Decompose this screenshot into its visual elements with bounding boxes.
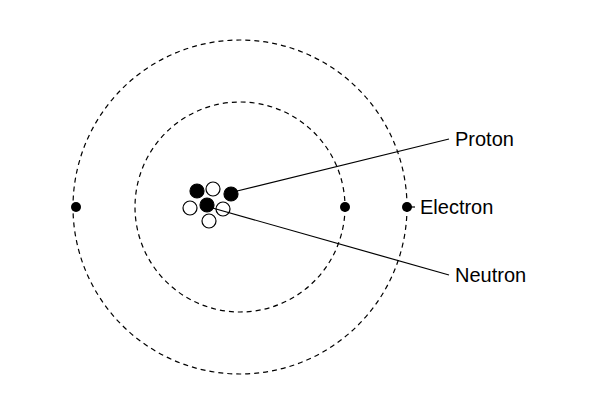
nucleus (183, 182, 238, 228)
leader-line (407, 206, 415, 207)
part-label: Electron (420, 195, 493, 219)
part-label: Neutron (455, 263, 526, 287)
inner-shell (135, 102, 345, 312)
neutron-circle (202, 214, 216, 228)
neutron-circle (183, 201, 197, 215)
leader-line (233, 139, 449, 192)
part-label: Proton (455, 127, 514, 151)
neutron-circle (206, 182, 220, 196)
outer-shell (73, 40, 407, 374)
proton-circle (200, 198, 214, 212)
electron-dot (71, 202, 81, 212)
proton-circle (190, 184, 204, 198)
electron-dot (340, 202, 350, 212)
leader-line (209, 207, 449, 275)
proton-circle (224, 187, 238, 201)
